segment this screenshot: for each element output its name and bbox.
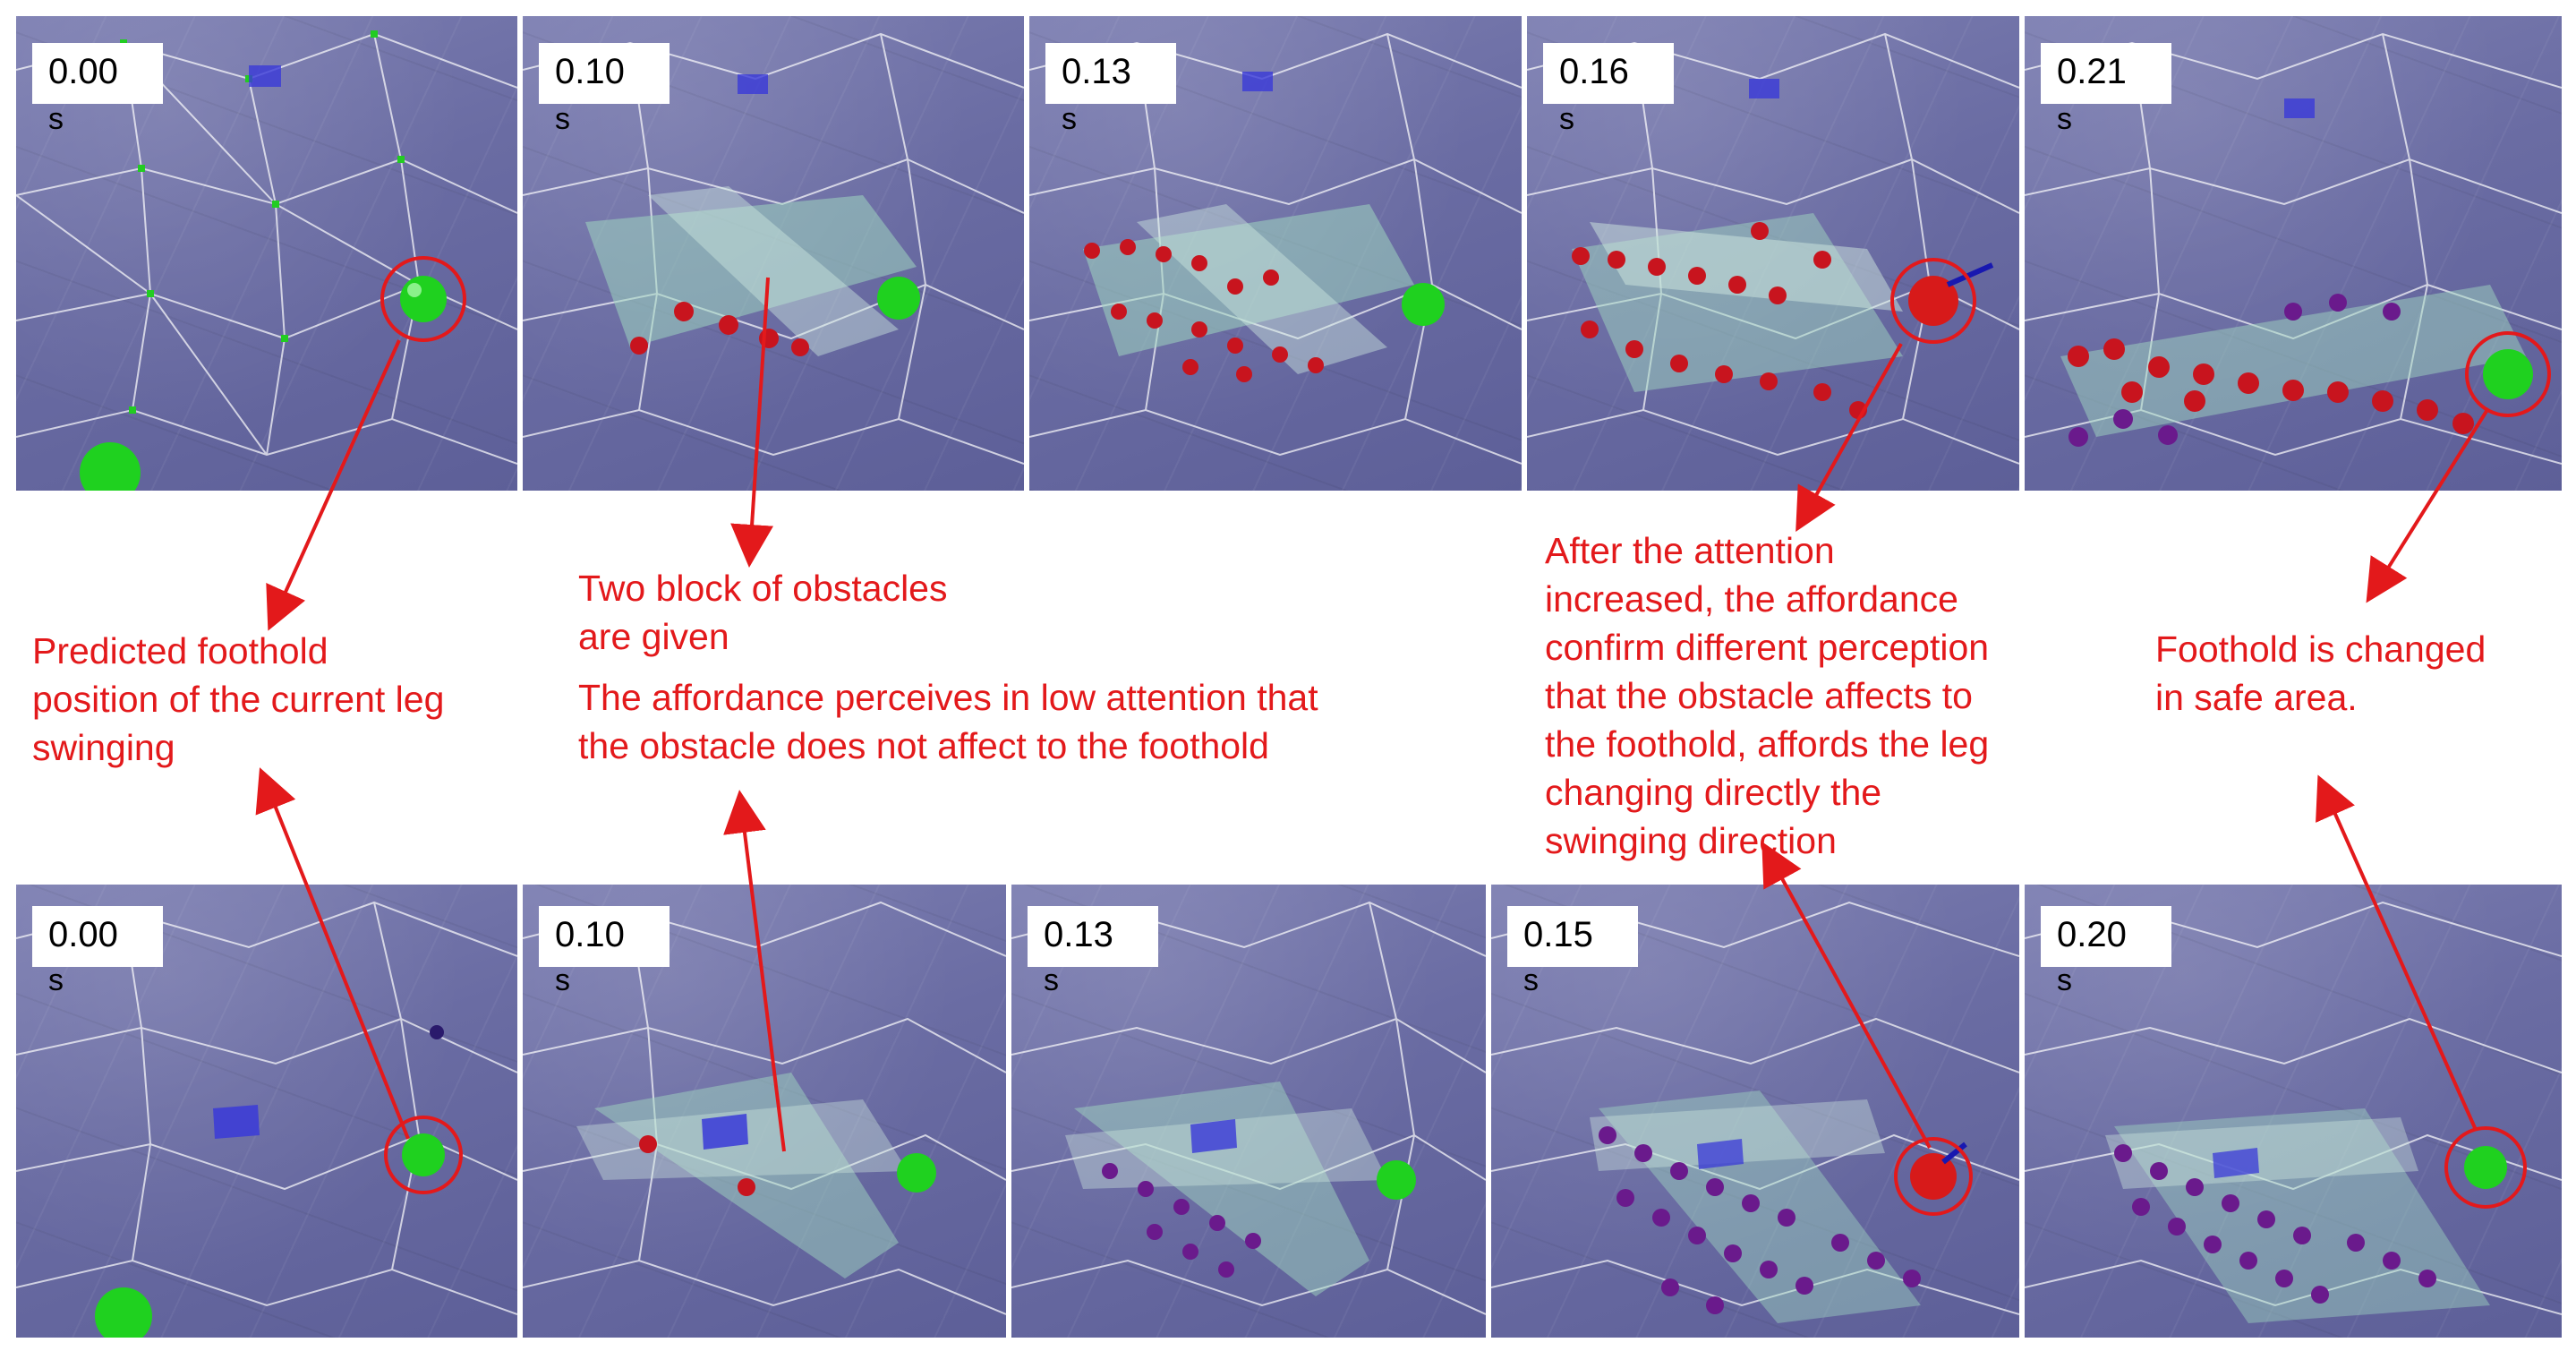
time-label: 0.10 bbox=[539, 43, 670, 104]
time-value: 0.20 bbox=[2057, 915, 2127, 954]
time-value: 0.21 bbox=[2057, 52, 2127, 91]
time-value: 0.10 bbox=[555, 52, 625, 91]
annotation-two-blocks: Two block of obstacles are given bbox=[578, 568, 948, 657]
time-unit: s bbox=[1044, 963, 1059, 997]
time-unit: s bbox=[1523, 963, 1539, 997]
terrain-mesh bbox=[523, 32, 1024, 465]
time-unit: s bbox=[48, 102, 64, 136]
snapshot-top-1: 0.00 s bbox=[16, 16, 517, 491]
snapshot-top-2: 0.10 s bbox=[523, 16, 1024, 491]
time-label: 0.13 bbox=[1028, 906, 1158, 967]
annotation-attention-increased: After the attention increased, the affor… bbox=[1545, 530, 1990, 861]
snapshot-top-3: 0.13 s bbox=[1029, 16, 1522, 491]
time-label: 0.00 bbox=[32, 906, 163, 967]
time-unit: s bbox=[1559, 102, 1574, 136]
time-value: 0.00 bbox=[48, 915, 118, 954]
annotation-low-attention: The affordance perceives in low attentio… bbox=[578, 677, 1318, 766]
snapshot-bottom-2: 0.10 s bbox=[523, 885, 1006, 1338]
time-label: 0.20 bbox=[2041, 906, 2171, 967]
annotation-foothold-changed: Foothold is changed in safe area. bbox=[2155, 628, 2486, 718]
annotation-predicted-foothold: Predicted foothold position of the curre… bbox=[32, 630, 445, 768]
time-value: 0.13 bbox=[1062, 52, 1131, 91]
terrain-mesh bbox=[2025, 901, 2562, 1323]
time-value: 0.13 bbox=[1044, 915, 1113, 954]
snapshot-bottom-3: 0.13 s bbox=[1011, 885, 1486, 1338]
time-unit: s bbox=[555, 963, 570, 997]
terrain-mesh bbox=[16, 30, 517, 491]
terrain-mesh bbox=[16, 901, 517, 1338]
time-value: 0.15 bbox=[1523, 915, 1593, 954]
time-label: 0.00 bbox=[32, 43, 163, 104]
time-unit: s bbox=[1062, 102, 1077, 136]
time-unit: s bbox=[555, 102, 570, 136]
time-value: 0.10 bbox=[555, 915, 625, 954]
time-label: 0.15 bbox=[1507, 906, 1638, 967]
time-label: 0.10 bbox=[539, 906, 670, 967]
time-value: 0.16 bbox=[1559, 52, 1629, 91]
time-unit: s bbox=[2057, 102, 2072, 136]
time-label: 0.13 bbox=[1045, 43, 1176, 104]
snapshot-bottom-5: 0.20 s bbox=[2025, 885, 2562, 1338]
time-label: 0.16 bbox=[1543, 43, 1674, 104]
snapshot-bottom-1: 0.00 s bbox=[16, 885, 517, 1338]
terrain-mesh bbox=[1029, 32, 1522, 465]
time-label: 0.21 bbox=[2041, 43, 2171, 104]
time-value: 0.00 bbox=[48, 52, 118, 91]
snapshot-top-5: 0.21 s bbox=[2025, 16, 2562, 491]
time-unit: s bbox=[2057, 963, 2072, 997]
snapshot-bottom-4: 0.15 s bbox=[1491, 885, 2019, 1338]
snapshot-top-4: 0.16 s bbox=[1527, 16, 2019, 491]
time-unit: s bbox=[48, 963, 64, 997]
